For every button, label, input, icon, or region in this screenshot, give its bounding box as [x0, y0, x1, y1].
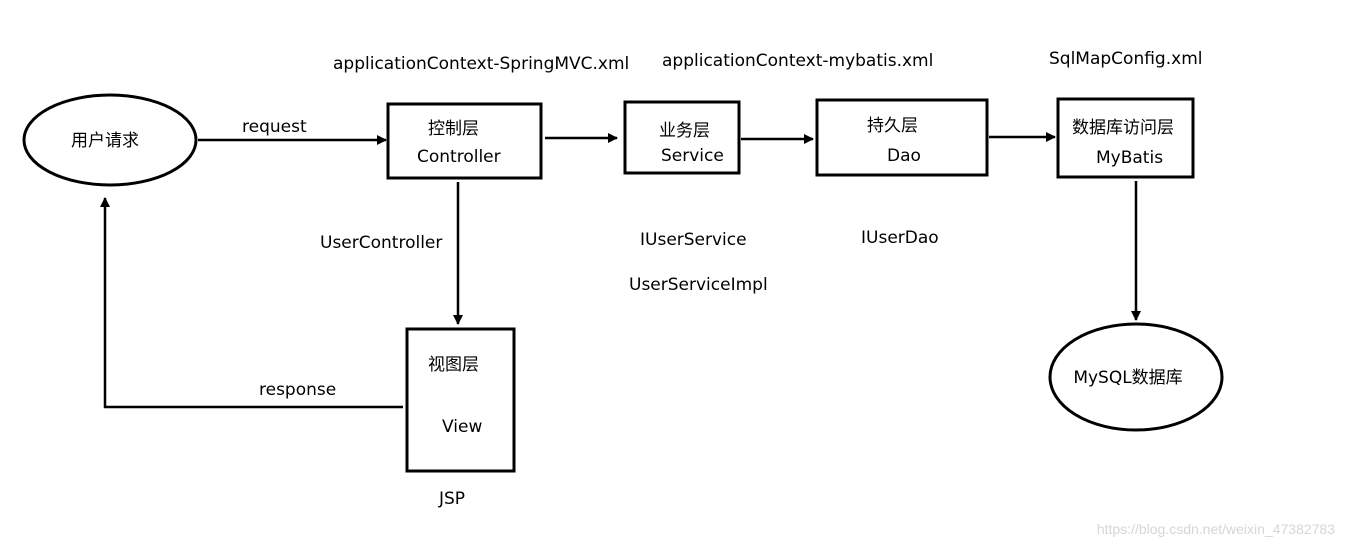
- response-label: response: [259, 380, 336, 400]
- dao-node: 持久层 Dao: [815, 98, 989, 177]
- dao-cn-label: 持久层: [867, 116, 918, 136]
- dao-en-label: Dao: [887, 146, 921, 166]
- view-node: 视图层 View: [405, 327, 516, 473]
- user-request-label: 用户请求: [71, 131, 139, 151]
- arrow-view-to-user: [100, 197, 403, 409]
- config-springmvc-label: applicationContext-SpringMVC.xml: [333, 54, 629, 74]
- config-sqlmap-label: SqlMapConfig.xml: [1049, 49, 1202, 69]
- user-service-impl-label: UserServiceImpl: [629, 275, 768, 295]
- user-request-node: 用户请求: [22, 93, 198, 187]
- service-node: 业务层 Service: [623, 100, 741, 175]
- jsp-label: JSP: [438, 489, 465, 509]
- iuser-dao-label: IUserDao: [861, 228, 939, 248]
- request-label: request: [242, 117, 307, 137]
- user-controller-label: UserController: [320, 233, 442, 253]
- config-mybatis-label: applicationContext-mybatis.xml: [662, 51, 933, 71]
- mybatis-en-label: MyBatis: [1096, 148, 1163, 168]
- service-en-label: Service: [661, 146, 724, 166]
- controller-en-label: Controller: [417, 147, 501, 167]
- mybatis-node: 数据库访问层 MyBatis: [1056, 97, 1195, 179]
- view-cn-label: 视图层: [428, 355, 479, 375]
- mybatis-cn-label: 数据库访问层: [1072, 118, 1174, 138]
- controller-node: 控制层 Controller: [386, 102, 543, 180]
- service-cn-label: 业务层: [659, 121, 710, 141]
- view-en-label: View: [442, 417, 482, 437]
- watermark: https://blog.csdn.net/weixin_47382783: [1096, 521, 1335, 537]
- iuser-service-label: IUserService: [640, 230, 747, 250]
- mysql-node: MySQL数据库: [1048, 322, 1224, 432]
- controller-cn-label: 控制层: [428, 119, 479, 139]
- mysql-label: MySQL数据库: [1073, 368, 1182, 388]
